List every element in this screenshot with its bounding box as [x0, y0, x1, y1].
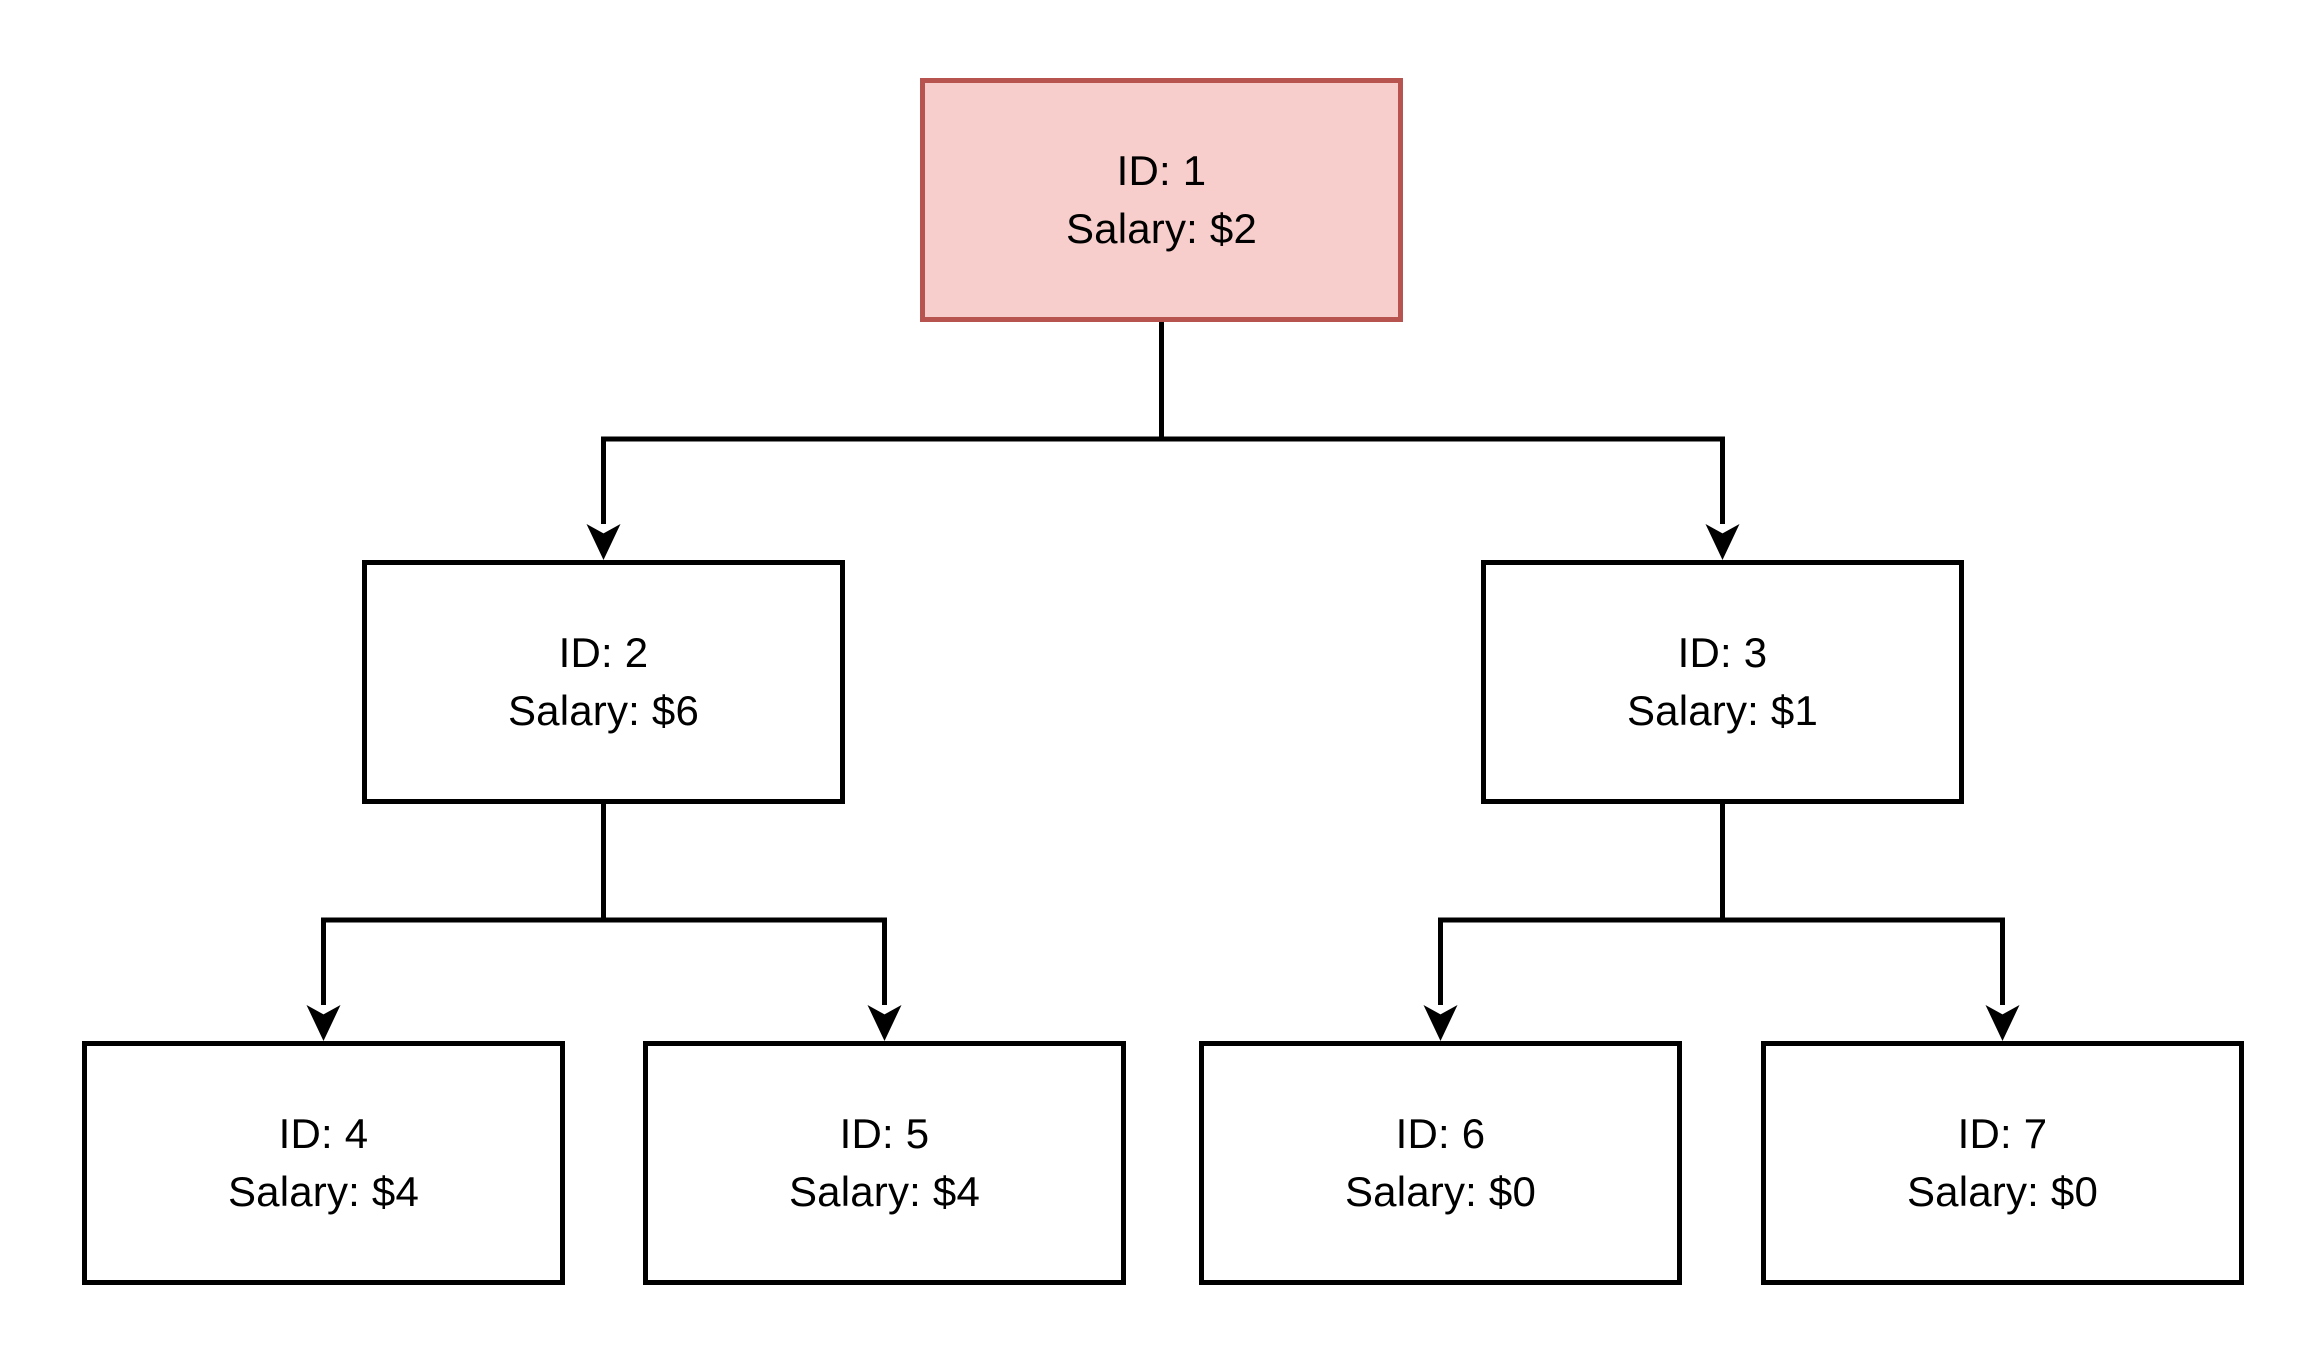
edge-group-from-2 [306, 804, 902, 1041]
tree-node-4[interactable]: ID: 4 Salary: $4 [82, 1041, 565, 1285]
edge-arrowhead-to-node-6 [1423, 1005, 1458, 1041]
node-id-label: ID: 2 [558, 629, 649, 676]
edge-arrowhead-to-node-4 [306, 1005, 341, 1041]
node-id-label: ID: 5 [839, 1110, 930, 1157]
node-id-label: ID: 3 [1677, 629, 1768, 676]
node-salary-label: Salary: $0 [1344, 1168, 1537, 1215]
tree-node-5[interactable]: ID: 5 Salary: $4 [643, 1041, 1126, 1285]
tree-node-1[interactable]: ID: 1 Salary: $2 [920, 78, 1403, 322]
node-salary-label: Salary: $4 [227, 1168, 420, 1215]
node-salary-label: Salary: $6 [507, 687, 700, 734]
edge-line-to-node-5 [603, 917, 887, 1005]
edge-line-to-node-6 [1438, 917, 1723, 1005]
tree-node-2[interactable]: ID: 2 Salary: $6 [362, 560, 845, 804]
node-salary-label: Salary: $0 [1906, 1168, 2099, 1215]
edge-line-to-node-4 [321, 917, 604, 1005]
edge-group-from-1 [586, 322, 1740, 560]
tree-node-6[interactable]: ID: 6 Salary: $0 [1199, 1041, 1682, 1285]
tree-node-7[interactable]: ID: 7 Salary: $0 [1761, 1041, 2244, 1285]
edge-line-to-node-7 [1722, 917, 2005, 1005]
tree-node-3[interactable]: ID: 3 Salary: $1 [1481, 560, 1964, 804]
edge-line-to-node-2 [601, 436, 1162, 524]
edge-arrowhead-to-node-7 [1985, 1005, 2020, 1041]
node-salary-label: Salary: $1 [1626, 687, 1819, 734]
edge-group-from-3 [1423, 804, 2020, 1041]
node-id-label: ID: 1 [1116, 147, 1207, 194]
node-id-label: ID: 4 [278, 1110, 369, 1157]
node-salary-label: Salary: $2 [1065, 205, 1258, 252]
edge-line-to-node-3 [1161, 436, 1725, 524]
edge-arrowhead-to-node-2 [586, 524, 621, 560]
node-id-label: ID: 6 [1395, 1110, 1486, 1157]
edge-arrowhead-to-node-3 [1705, 524, 1740, 560]
node-salary-label: Salary: $4 [788, 1168, 981, 1215]
node-id-label: ID: 7 [1957, 1110, 2048, 1157]
edge-arrowhead-to-node-5 [867, 1005, 902, 1041]
